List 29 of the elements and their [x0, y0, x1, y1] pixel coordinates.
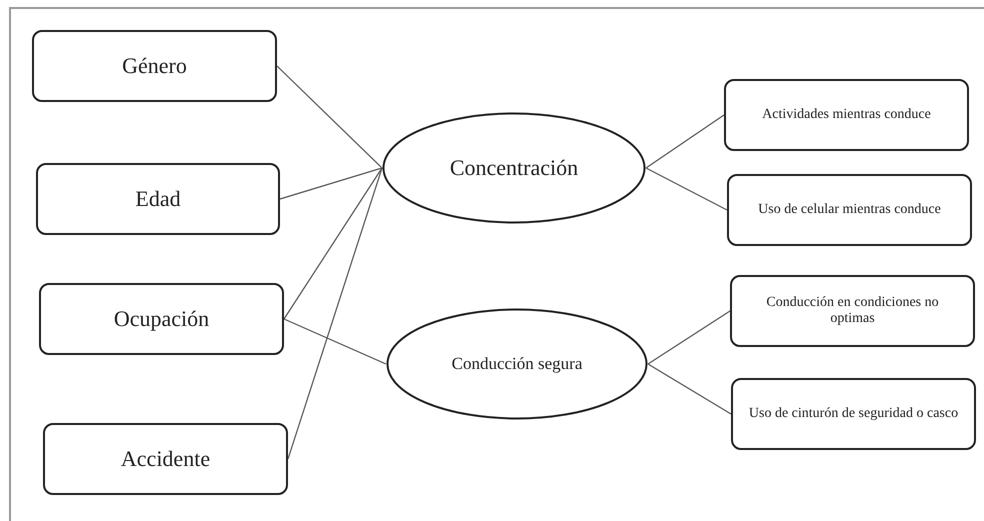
- node-label: Accidente: [120, 446, 212, 472]
- node-label: Edad: [134, 186, 182, 212]
- factor-box: [43, 423, 288, 495]
- connector-line: [284, 318, 386, 365]
- connector-line: [648, 310, 730, 364]
- concept-ellipse: [386, 308, 648, 420]
- factor-box: [731, 378, 976, 450]
- factor-box: [724, 79, 969, 151]
- connector-line: [280, 167, 382, 200]
- node-label: Actividades mientras conduce: [761, 106, 932, 124]
- connector-line: [648, 363, 732, 415]
- node-label: Género: [121, 53, 188, 79]
- node-label: Conducción segura: [450, 354, 584, 374]
- connector-line: [276, 66, 382, 168]
- node-label: Uso de celular mientras conduce: [757, 202, 942, 218]
- factor-box: [32, 30, 277, 102]
- factor-box: [36, 163, 280, 235]
- node-label: Uso de cinturón de seguridad o casco: [748, 406, 960, 422]
- connector-line: [646, 114, 724, 168]
- factor-box: [730, 275, 975, 347]
- node-label: Conducción en condiciones no optimas: [765, 294, 940, 328]
- connector-line: [287, 168, 383, 460]
- factor-box: [39, 283, 284, 355]
- node-label: Ocupación: [112, 306, 210, 332]
- node-label: Concentración: [448, 155, 580, 181]
- connector-line: [646, 167, 728, 211]
- factor-box: [727, 174, 972, 246]
- concept-ellipse: [382, 112, 646, 224]
- connector-line: [284, 168, 382, 320]
